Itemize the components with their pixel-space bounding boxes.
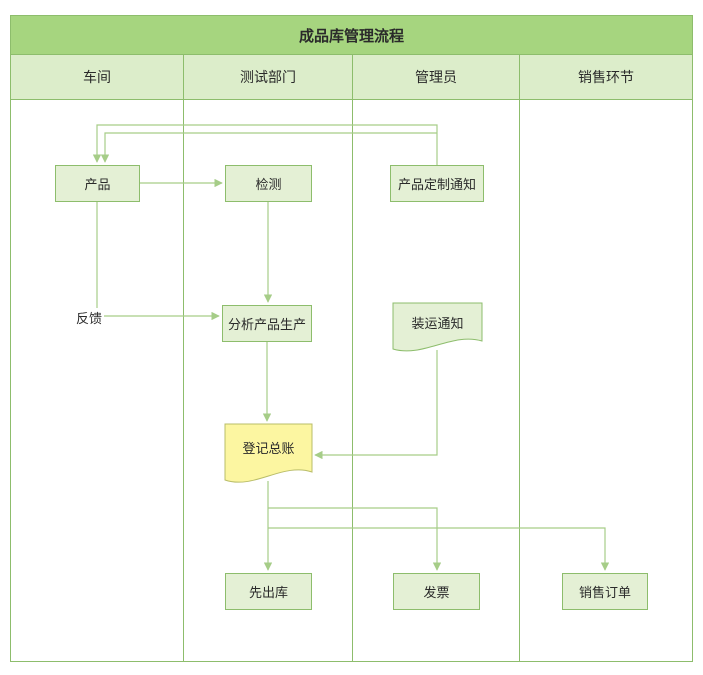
lane-divider-3 (519, 100, 520, 661)
node-invoice: 发票 (393, 573, 480, 610)
lane-header-row: 车间 测试部门 管理员 销售环节 (10, 55, 693, 100)
node-outbound: 先出库 (225, 573, 312, 610)
lane-header-sales: 销售环节 (520, 55, 692, 100)
node-sales-order: 销售订单 (562, 573, 648, 610)
feedback-edge-label: 反馈 (74, 308, 105, 327)
lane-header-testing: 测试部门 (184, 55, 353, 100)
node-custom-notice: 产品定制通知 (390, 165, 484, 202)
node-analysis: 分析产品生产 (222, 305, 312, 342)
node-inspection: 检测 (225, 165, 312, 202)
node-shipping-notice: 装运通知 (411, 316, 464, 332)
diagram-title: 成品库管理流程 (10, 15, 693, 55)
lane-header-workshop: 车间 (11, 55, 184, 100)
lane-divider-1 (183, 100, 184, 661)
node-ledger: 登记总账 (242, 441, 295, 457)
diagram-frame (10, 15, 693, 662)
lane-header-admin: 管理员 (353, 55, 520, 100)
node-product: 产品 (55, 165, 140, 202)
